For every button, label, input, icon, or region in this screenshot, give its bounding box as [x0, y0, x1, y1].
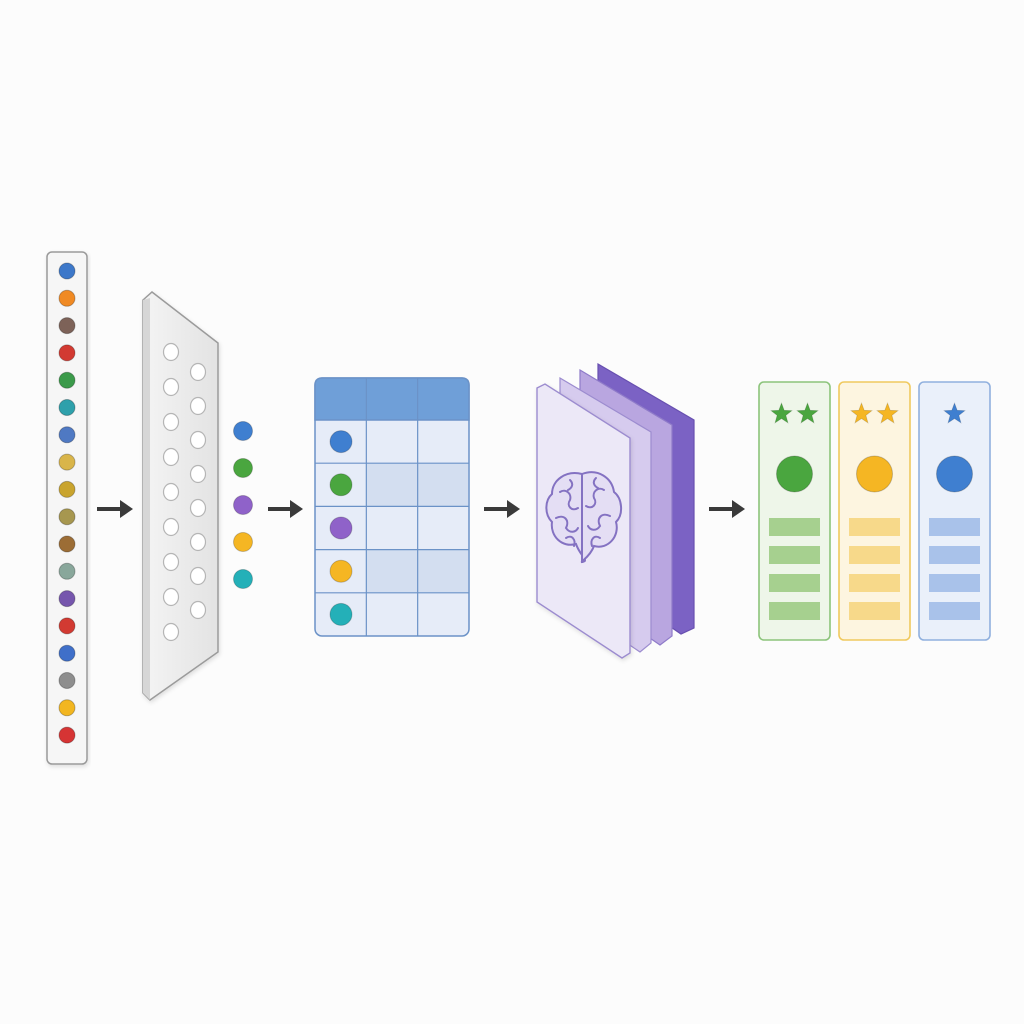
input-dots — [58, 262, 76, 744]
output-card-bar — [929, 546, 980, 564]
token-dot — [58, 453, 76, 471]
star-icon — [875, 401, 900, 424]
arrow-right-icon — [268, 500, 303, 518]
plate-holes — [162, 342, 207, 642]
token-dot — [58, 317, 76, 335]
filter-plate — [142, 291, 253, 701]
table-row-dots — [329, 430, 353, 626]
plate-hole — [162, 587, 180, 607]
output-card-dot — [776, 455, 813, 493]
token-dot — [58, 726, 76, 744]
plate-hole — [189, 464, 207, 484]
output-card-dot — [856, 455, 893, 493]
table-row-dot — [329, 602, 353, 626]
plate-hole — [162, 482, 180, 502]
output-card-dot — [936, 455, 973, 493]
token-dot — [58, 289, 76, 307]
filtered-dot — [233, 421, 253, 441]
plate-hole — [162, 447, 180, 467]
output-card-bar — [929, 602, 980, 620]
star-icon — [942, 401, 967, 424]
output-card — [758, 381, 831, 641]
token-dot — [58, 617, 76, 635]
output-card-panel — [758, 381, 831, 641]
output-card-bar — [849, 574, 900, 592]
token-dot — [58, 562, 76, 580]
plate-hole — [189, 498, 207, 518]
token-dot — [58, 590, 76, 608]
output-cards — [758, 381, 991, 641]
output-card — [838, 381, 911, 641]
output-card-bar — [769, 574, 820, 592]
token-dot — [58, 672, 76, 689]
arrow-right-icon — [484, 500, 520, 518]
model-layers — [536, 362, 695, 659]
table-row-dot — [329, 516, 353, 540]
plate-hole — [189, 566, 207, 586]
star-icon — [769, 401, 794, 424]
plate-hole — [162, 552, 180, 572]
token-dot — [58, 644, 76, 662]
arrow-right-icon — [709, 500, 745, 518]
token-dot — [58, 371, 76, 389]
filtered-dots — [233, 421, 253, 589]
brain-icon — [545, 471, 622, 564]
filtered-dot — [233, 458, 253, 478]
output-card-panel — [918, 381, 991, 641]
plate-hole — [162, 622, 180, 642]
token-dot — [58, 508, 76, 526]
table-row-dot — [329, 430, 353, 454]
token-dot — [58, 399, 76, 416]
table-row-dot — [329, 559, 353, 583]
output-card-bar — [769, 546, 820, 564]
table-row-dot — [329, 473, 353, 497]
plate-hole — [189, 362, 207, 382]
output-card-bar — [769, 518, 820, 536]
input-column-panel — [46, 251, 88, 765]
plate-hole — [162, 517, 180, 537]
filtered-dot — [233, 532, 253, 552]
arrow-right-icon — [97, 500, 133, 518]
plate-hole — [189, 396, 207, 416]
token-dot — [58, 699, 76, 717]
token-dot — [58, 535, 76, 553]
plate-hole — [162, 412, 180, 432]
output-card-bar — [929, 574, 980, 592]
input-column — [46, 251, 88, 765]
token-dot — [58, 344, 76, 362]
token-dot — [58, 262, 76, 280]
connector-arrows — [97, 500, 745, 518]
plate-hole — [162, 342, 180, 362]
plate-hole — [162, 377, 180, 397]
plate-hole — [189, 600, 207, 620]
output-card-bar — [849, 546, 900, 564]
data-table — [314, 377, 470, 637]
plate-hole — [189, 532, 207, 552]
output-card-bar — [769, 602, 820, 620]
filtered-dot — [233, 495, 253, 515]
plate-hole — [189, 430, 207, 450]
output-card-bar — [849, 518, 900, 536]
filtered-dot — [233, 569, 253, 589]
star-icon — [849, 401, 874, 424]
star-icon — [795, 401, 820, 424]
output-card-bar — [929, 518, 980, 536]
table-header — [314, 377, 470, 421]
output-card-bar — [849, 602, 900, 620]
perforated-plate-icon — [142, 291, 219, 701]
table-grid — [314, 377, 470, 637]
output-card-panel — [838, 381, 911, 641]
output-card — [918, 381, 991, 641]
token-dot — [58, 426, 76, 444]
token-dot — [58, 480, 76, 498]
